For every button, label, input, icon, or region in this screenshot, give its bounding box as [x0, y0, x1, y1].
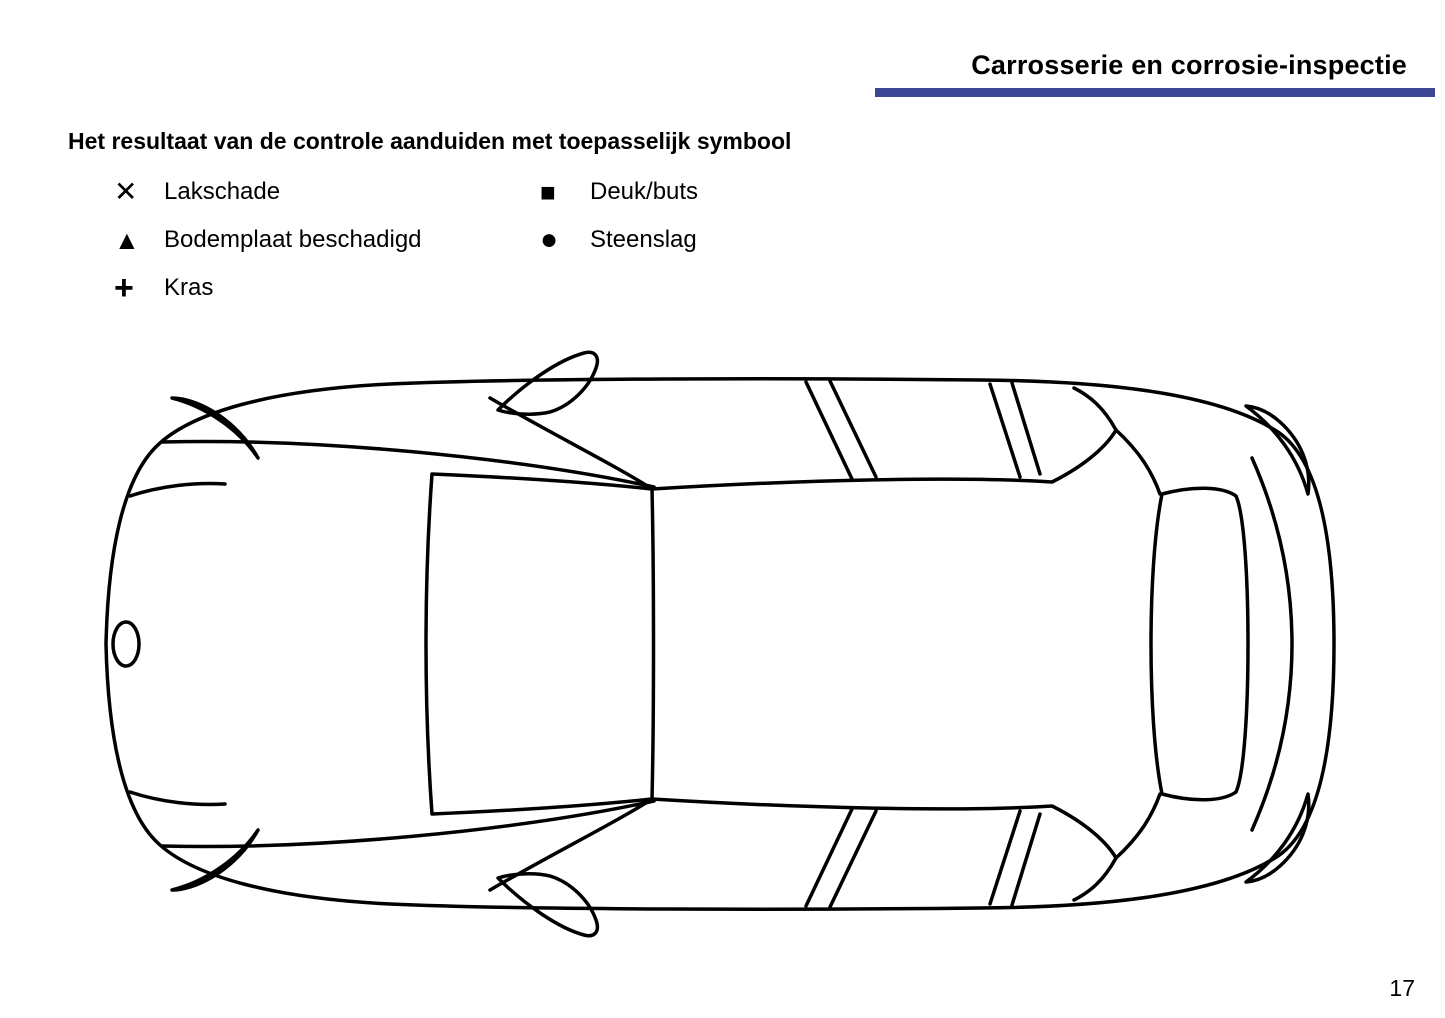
taillight-right-bottom	[1244, 792, 1311, 884]
page-title: Carrosserie en corrosie-inspectie	[971, 50, 1407, 80]
headlight-left-bottom	[170, 828, 260, 892]
quarter-window-tip-top	[1072, 386, 1118, 432]
b-pillar-bottom-1	[804, 807, 854, 908]
windshield	[424, 472, 656, 816]
b-pillar-top-2	[828, 379, 878, 479]
front-emblem	[111, 620, 141, 668]
headlight-left-top	[170, 396, 260, 460]
roof-edge-bottom	[650, 797, 1118, 860]
hatch-line-top	[1114, 428, 1162, 496]
car-body-outline	[104, 377, 1336, 911]
rear-window	[1149, 486, 1250, 802]
hood-line-bottom	[160, 799, 656, 849]
instruction-subtitle: Het resultaat van de controle aanduiden …	[68, 128, 792, 154]
page-number: 17	[1389, 975, 1415, 1001]
legend-label: Lakschade	[164, 178, 281, 205]
side-mirror-top	[496, 350, 600, 416]
rear-inner-line	[1250, 456, 1294, 832]
legend-item-bodemplaat: ▲ Bodemplaat beschadigd	[108, 216, 534, 264]
square-icon: ■	[540, 177, 556, 207]
front-contour-top	[128, 481, 227, 498]
hatch-line-bottom	[1114, 792, 1162, 860]
header-accent-rule	[875, 88, 1435, 97]
b-pillar-top-1	[804, 380, 854, 481]
legend-item-steenslag: ● Steenslag	[534, 216, 698, 264]
circle-icon: ●	[540, 223, 559, 256]
legend-column-1: ✕ Lakschade ▲ Bodemplaat beschadigd + Kr…	[108, 168, 534, 312]
legend-column-2: ■ Deuk/buts ● Steenslag	[534, 168, 698, 264]
taillight-right-top	[1244, 404, 1311, 496]
b-pillar-bottom-2	[828, 809, 878, 909]
legend-label: Deuk/buts	[590, 178, 699, 205]
hood-line-top	[160, 439, 656, 489]
triangle-icon: ▲	[114, 225, 140, 255]
page-header: Carrosserie en corrosie-inspectie	[0, 50, 1445, 97]
a-pillar-top	[488, 396, 654, 491]
legend-label: Kras	[164, 274, 214, 301]
c-pillar-top-1	[988, 382, 1022, 479]
legend-item-lakschade: ✕ Lakschade	[108, 168, 534, 216]
c-pillar-bottom-2	[1010, 812, 1042, 907]
legend-item-deuk-buts: ■ Deuk/buts	[534, 168, 698, 216]
legend-item-kras: + Kras	[108, 264, 534, 312]
x-mark-icon: ✕	[114, 176, 138, 207]
car-top-view-diagram	[104, 350, 1336, 938]
c-pillar-bottom-1	[988, 809, 1022, 906]
quarter-window-tip-bottom	[1072, 856, 1118, 902]
roof-edge-top	[650, 428, 1118, 491]
a-pillar-bottom	[488, 797, 654, 892]
plus-icon: +	[114, 269, 134, 307]
c-pillar-top-2	[1010, 381, 1042, 476]
legend-label: Bodemplaat beschadigd	[164, 226, 422, 253]
front-contour-bottom	[128, 790, 227, 807]
side-mirror-bottom	[496, 872, 600, 938]
damage-symbol-legend: ✕ Lakschade ▲ Bodemplaat beschadigd + Kr…	[108, 168, 698, 312]
legend-label: Steenslag	[590, 226, 697, 253]
